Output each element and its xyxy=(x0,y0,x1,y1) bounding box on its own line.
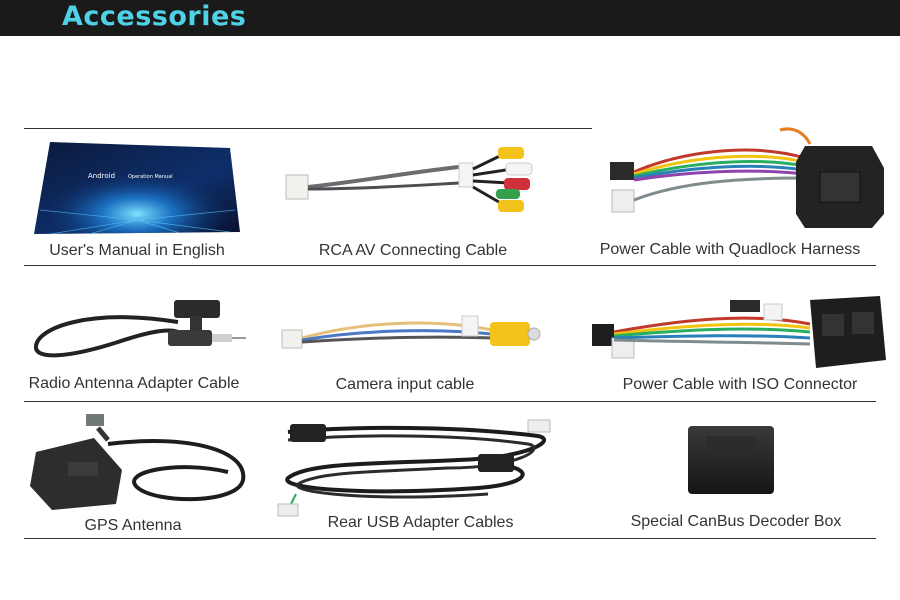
rca-cable-image xyxy=(285,147,533,212)
accessory-users-manual: Android Operation Manual User's Manual i… xyxy=(30,140,245,259)
row-divider-1 xyxy=(24,265,876,266)
top-divider xyxy=(24,128,592,129)
accessory-rear-usb-cables: Rear USB Adapter Cables xyxy=(277,418,558,531)
accessory-iso-power-cable: Power Cable with ISO Connector xyxy=(590,290,890,393)
iso-harness-image xyxy=(592,296,886,368)
caption-iso-power-cable: Power Cable with ISO Connector xyxy=(622,376,858,393)
accessory-radio-antenna-adapter: Radio Antenna Adapter Cable xyxy=(28,298,248,392)
header-bar: Accessories xyxy=(0,0,900,36)
accessory-rca-av-cable: RCA AV Connecting Cable xyxy=(284,145,544,259)
caption-users-manual: User's Manual in English xyxy=(49,242,225,259)
accessory-gps-antenna: GPS Antenna xyxy=(28,410,253,534)
row-divider-2 xyxy=(24,401,876,402)
row-divider-3 xyxy=(24,538,876,539)
caption-quadlock-power-cable: Power Cable with Quadlock Harness xyxy=(599,241,861,258)
caption-rear-usb-cables: Rear USB Adapter Cables xyxy=(327,514,514,531)
manual-cover-title: Android xyxy=(88,172,115,180)
accessory-quadlock-power-cable: Power Cable with Quadlock Harness xyxy=(590,122,890,258)
caption-camera-input-cable: Camera input cable xyxy=(335,376,475,393)
gps-antenna-image xyxy=(30,414,246,510)
quadlock-harness-image xyxy=(610,127,884,228)
camera-cable-image xyxy=(281,315,541,349)
accessory-canbus-decoder-box: Special CanBus Decoder Box xyxy=(630,422,850,530)
canbus-box-image xyxy=(688,426,774,494)
manual-image: Android Operation Manual xyxy=(34,142,240,235)
antenna-adapter-image xyxy=(34,300,246,358)
page-title: Accessories xyxy=(62,1,247,32)
caption-rca-av-cable: RCA AV Connecting Cable xyxy=(318,242,508,259)
caption-canbus-decoder-box: Special CanBus Decoder Box xyxy=(630,513,842,530)
caption-radio-antenna-adapter: Radio Antenna Adapter Cable xyxy=(28,375,240,392)
caption-gps-antenna: GPS Antenna xyxy=(84,517,182,534)
accessory-camera-input-cable: Camera input cable xyxy=(281,308,542,393)
manual-cover-subtitle: Operation Manual xyxy=(128,174,173,180)
usb-cables-image xyxy=(277,419,551,517)
